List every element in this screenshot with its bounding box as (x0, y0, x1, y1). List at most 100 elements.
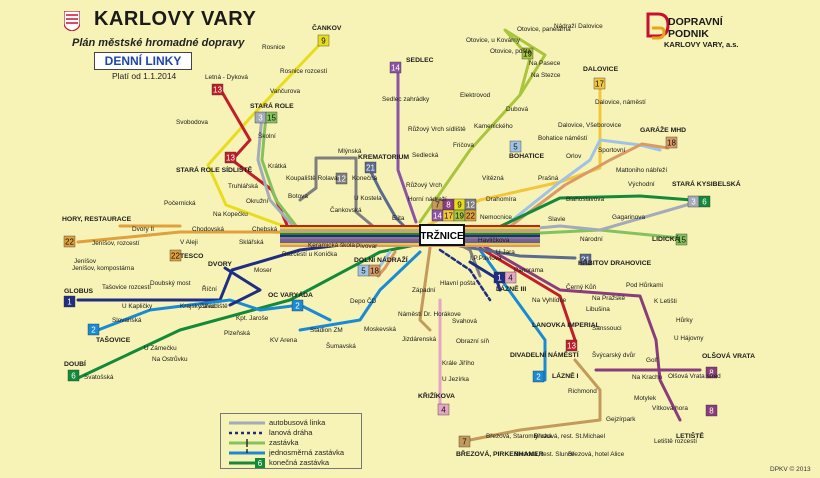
stop-label[interactable]: Svobodova (176, 119, 208, 126)
stop-label[interactable]: Olšová Vrata střed (668, 373, 721, 380)
stop-label[interactable]: Pod Hůrkami (626, 281, 663, 289)
stop-label[interactable]: HORY, RESTAURACE (62, 216, 132, 223)
stop-label[interactable]: Vítězná (482, 175, 504, 182)
stop-label[interactable]: Březová, rest. Slunce (514, 451, 575, 458)
stop-label[interactable]: Havlíčkova (478, 237, 510, 244)
stop-label[interactable]: Gejzírpark (606, 416, 636, 423)
stop-label[interactable]: Prašná (538, 175, 559, 182)
stop-label[interactable]: Bohatice náměstí (538, 135, 588, 142)
stop-label[interactable]: STARÁ KYSIBELSKÁ (672, 179, 741, 188)
stop-label[interactable]: Drahomíra (486, 196, 517, 203)
stop-label[interactable]: Jeníšov, kompostárna (72, 265, 134, 272)
stop-label[interactable]: Čankovská (330, 205, 362, 214)
stop-label[interactable]: KV Arena (270, 337, 297, 344)
stop-label[interactable]: I.P.Pavlova (470, 255, 502, 262)
stop-label[interactable]: Rosnice rozcestí (280, 68, 327, 75)
stop-label[interactable]: Jeníšov, rozcestí (92, 240, 140, 247)
stop-label[interactable]: Moskevská (364, 326, 396, 333)
stop-label[interactable]: Říční (202, 284, 217, 293)
stop-label[interactable]: Otovice, pošta (490, 48, 531, 55)
stop-label[interactable]: Libušina (586, 306, 610, 313)
stop-label[interactable]: STARÁ ROLE (250, 101, 294, 110)
stop-label[interactable]: LANOVKA IMPERIAL (532, 322, 600, 329)
trznice-box[interactable] (419, 224, 465, 246)
stop-label[interactable]: Panorama (514, 267, 544, 274)
stop-label[interactable]: DALOVICE (583, 66, 619, 73)
stop-label[interactable]: Na Stezce (531, 72, 561, 79)
stop-label[interactable]: Krajský úřad (180, 303, 216, 310)
stop-label[interactable]: Hůrky (676, 316, 693, 324)
stop-label[interactable]: STARÁ ROLE SÍDLIŠTĚ (176, 165, 253, 174)
stop-label[interactable]: Západní (412, 287, 436, 294)
stop-label[interactable]: Tašovice rozcestí (102, 284, 151, 291)
stop-label[interactable]: Kamenického (474, 123, 513, 130)
stop-label[interactable]: DVORY (208, 261, 232, 268)
stop-label[interactable]: Motylek (634, 395, 657, 402)
stop-label[interactable]: Krátká (268, 163, 287, 170)
stop-label[interactable]: Konečná (352, 175, 378, 182)
stop-label[interactable]: Blahoslavova (566, 196, 604, 203)
stop-label[interactable]: Dvory II (132, 226, 154, 233)
stop-label[interactable]: OC VARYÁDA (268, 290, 313, 299)
stop-label[interactable]: U Jara (496, 249, 515, 256)
stop-label[interactable]: Rozcestí u Koníčka (282, 251, 338, 258)
stop-label[interactable]: LÁZNĚ I (552, 371, 579, 380)
stop-label[interactable]: Keramická škola (308, 242, 355, 249)
stop-label[interactable]: U Hájovny (674, 335, 704, 342)
stop-label[interactable]: HŘBITOV DRAHOVICE (578, 258, 652, 267)
stop-label[interactable]: Botova (288, 193, 308, 200)
stop-label[interactable]: KŘIŽÍKOVA (418, 391, 455, 400)
stop-label[interactable]: Dubová (506, 106, 528, 113)
stop-label[interactable]: Sanssouci (592, 325, 622, 332)
stop-label[interactable]: Richmond (568, 388, 597, 395)
stop-label[interactable]: Okružní (246, 198, 269, 205)
stop-label[interactable]: DOUBÍ (64, 359, 87, 368)
stop-label[interactable]: Sedlecká (412, 152, 439, 159)
stop-label[interactable]: DIVADELNÍ NÁMĚSTÍ (510, 350, 580, 359)
stop-label[interactable]: BOHATICE (509, 153, 544, 160)
stop-label[interactable]: Otovice, panelárna (517, 26, 571, 33)
trznice-hub[interactable]: TRŽNICE (419, 224, 465, 246)
stop-label[interactable]: Slavie (548, 216, 566, 223)
stop-label[interactable]: GARÁŽE MHD (640, 125, 686, 134)
stop-label[interactable]: Chebská (252, 226, 278, 233)
stop-label[interactable]: Školní (258, 131, 276, 140)
stop-label[interactable]: Svahová (452, 318, 477, 325)
stop-label[interactable]: Plzeňská (224, 330, 250, 337)
stop-label[interactable]: LETIŠTĚ (676, 431, 704, 440)
stop-label[interactable]: U Kostela (354, 195, 382, 202)
stop-label[interactable]: Kpt. Jaroše (236, 315, 269, 322)
stop-label[interactable]: Jeníšov (74, 258, 97, 265)
stop-label[interactable]: Doubský most (150, 280, 191, 287)
stop-label[interactable]: GLOBUS (64, 288, 94, 295)
stop-label[interactable]: Náměstí Dr. Horákove (398, 311, 461, 318)
stop-label[interactable]: Letiště rozcestí (654, 438, 697, 445)
stop-label[interactable]: Na Vyhlídce (532, 297, 567, 304)
stop-label[interactable]: Krále Jiřího (442, 360, 475, 367)
stop-label[interactable]: U Kapličky (122, 303, 153, 310)
stop-label[interactable]: Závodiště (200, 303, 228, 310)
stop-label[interactable]: Mattoniho nábřeží (616, 167, 667, 174)
stop-label[interactable]: Dalovice, náměstí (595, 99, 646, 106)
stop-label[interactable]: V Aleji (180, 239, 198, 246)
stop-label[interactable]: U Jezírka (442, 376, 469, 383)
stop-label[interactable]: Růžový Vrch (406, 181, 442, 189)
stop-label[interactable]: Slovanská (112, 317, 142, 324)
stop-label[interactable]: SEDLEC (406, 57, 434, 64)
stop-label[interactable]: Nádraží Dalovice (554, 23, 603, 30)
stop-label[interactable]: Orlov (566, 153, 582, 160)
stop-label[interactable]: Svatošská (84, 374, 114, 381)
stop-label[interactable]: BŘEZOVÁ, PIRKENHAMER (456, 449, 544, 458)
stop-label[interactable]: Nemocnice (480, 214, 512, 221)
stop-label[interactable]: Březová, hotel Alice (568, 451, 625, 458)
stop-label[interactable]: Východní (628, 181, 655, 188)
stop-label[interactable]: Obrazní síň (456, 338, 489, 345)
stop-label[interactable]: Březová, rest. St.Michael (534, 433, 605, 440)
stop-label[interactable]: Růžový Vrch sídliště (408, 125, 466, 133)
stop-label[interactable]: Sklářská (239, 239, 264, 246)
stop-label[interactable]: Počernická (164, 200, 196, 207)
stop-label[interactable]: LÁZNĚ III (496, 284, 526, 293)
stop-label[interactable]: Vančurova (270, 88, 301, 95)
stop-label[interactable]: U Zámečku (144, 345, 177, 352)
stop-label[interactable]: KREMATORIUM (358, 154, 409, 161)
